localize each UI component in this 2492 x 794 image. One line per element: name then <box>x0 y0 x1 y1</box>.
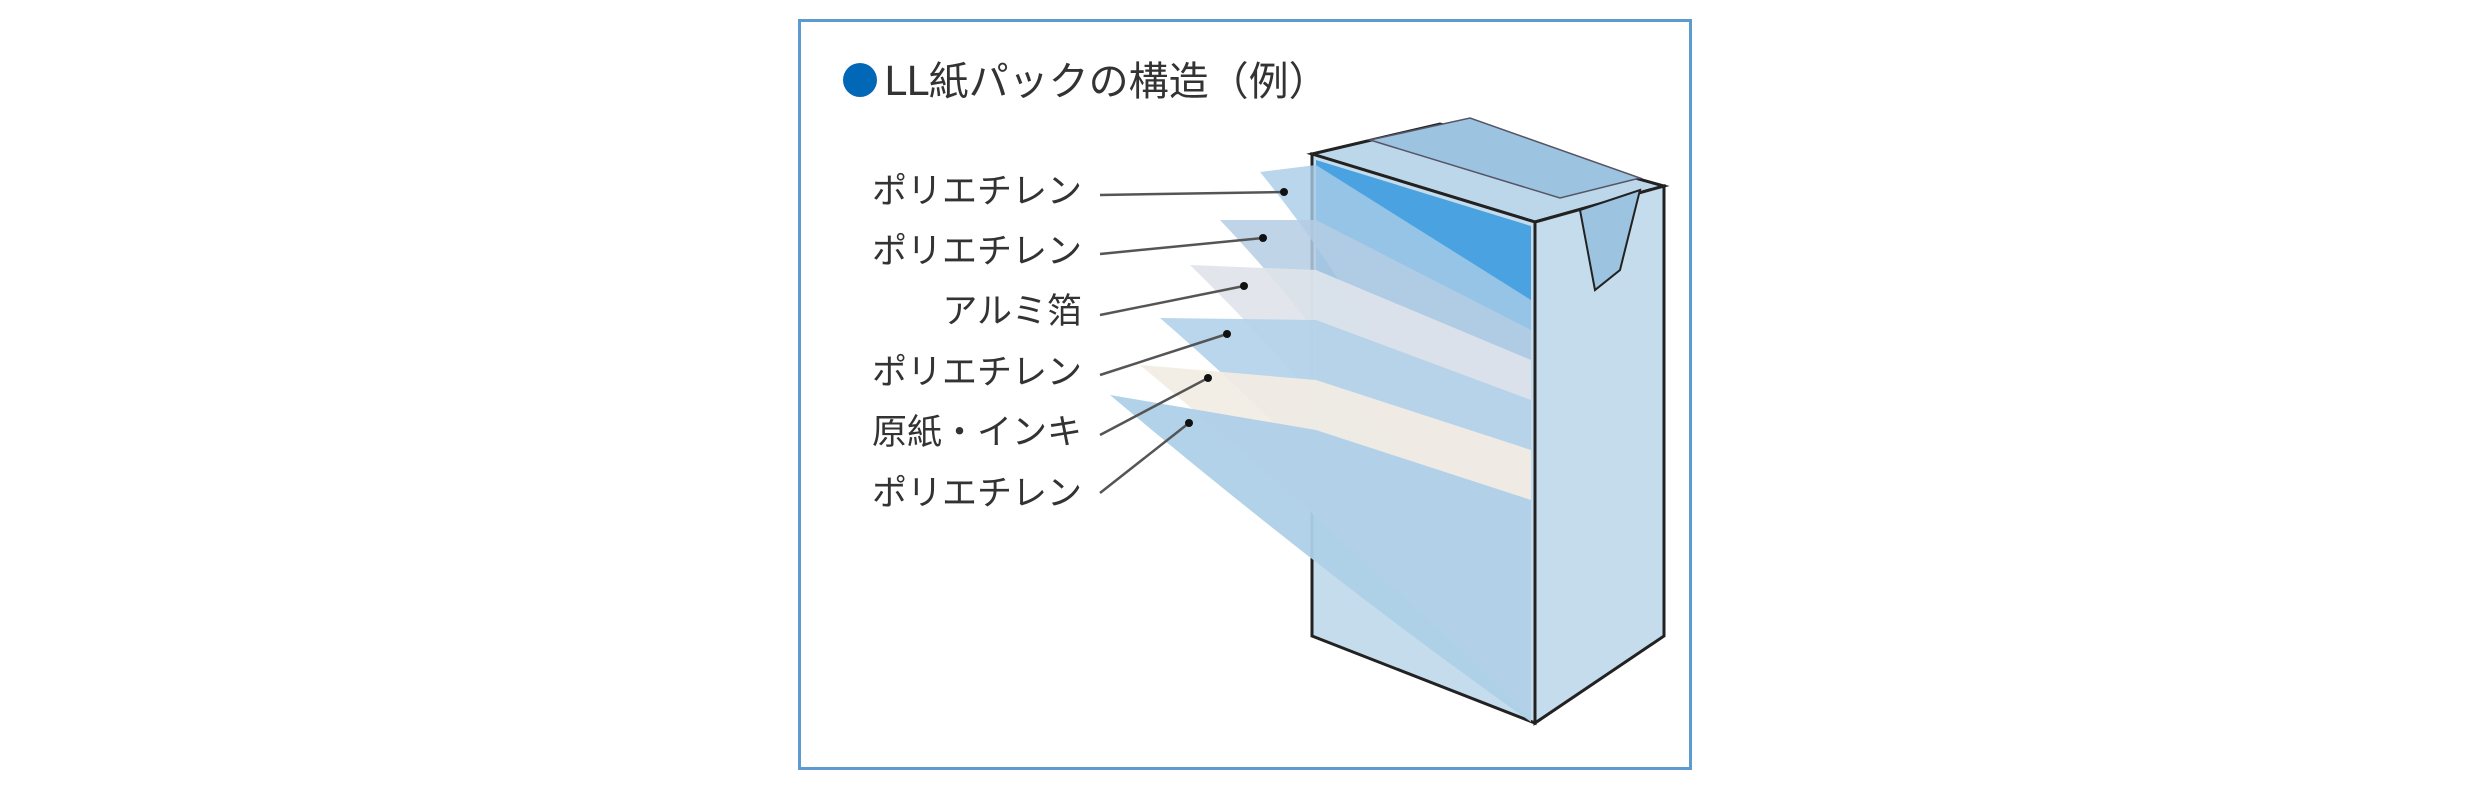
layer-sheets <box>1110 165 1531 722</box>
layer-label-1: ポリエチレン <box>872 172 1082 212</box>
diagram-title: LL紙パックの構造（例） <box>884 59 1329 105</box>
leader-dots <box>1185 188 1288 427</box>
title-bullet-icon <box>843 63 877 97</box>
layer-label-3: アルミ箔 <box>942 292 1082 332</box>
diagram-frame <box>798 19 1692 770</box>
layer-label-5: 原紙・インキ <box>872 413 1082 453</box>
layer-label-4: ポリエチレン <box>872 353 1082 393</box>
layer-label-6: ポリエチレン <box>872 474 1082 514</box>
leader-lines <box>1099 190 1285 494</box>
layer-label-2: ポリエチレン <box>872 232 1082 272</box>
